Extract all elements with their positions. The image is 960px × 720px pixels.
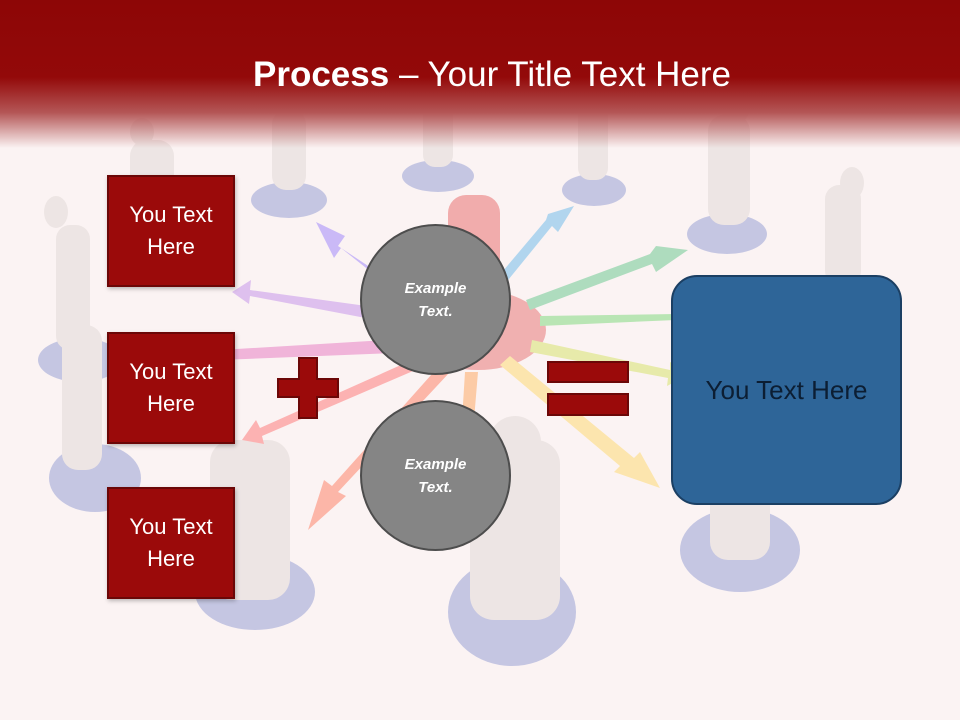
title-bold: Process <box>253 55 390 94</box>
slide-title[interactable]: Process – Your Title Text Here <box>0 52 960 98</box>
example-circle-1[interactable]: Example Text. <box>360 224 511 375</box>
example-circle-1-label: Example Text. <box>404 279 467 320</box>
input-box-1[interactable]: You Text Here <box>107 175 235 287</box>
plus-icon[interactable] <box>276 356 340 420</box>
title-bar <box>0 0 960 148</box>
result-box-label: You Text Here <box>705 374 868 405</box>
input-box-2[interactable]: You Text Here <box>107 332 235 444</box>
title-rest: – Your Title Text Here <box>389 55 731 94</box>
example-circle-2[interactable]: Example Text. <box>360 400 511 551</box>
input-box-2-label: You Text Here <box>129 359 213 416</box>
result-box[interactable]: You Text Here <box>671 275 902 505</box>
equals-icon[interactable] <box>547 361 629 417</box>
input-box-3[interactable]: You Text Here <box>107 487 235 599</box>
example-circle-2-label: Example Text. <box>404 455 467 496</box>
input-box-1-label: You Text Here <box>129 202 213 259</box>
pedestals <box>38 160 884 666</box>
input-box-3-label: You Text Here <box>129 514 213 571</box>
